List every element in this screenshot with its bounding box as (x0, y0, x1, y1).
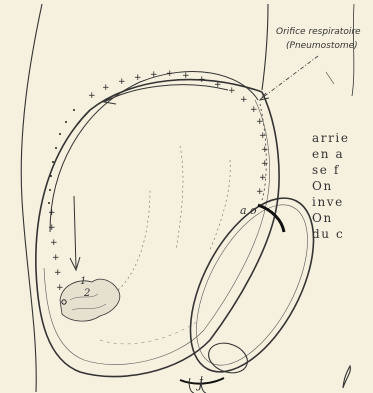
pneumostome-tick (326, 72, 334, 84)
neck-mark: 2 (83, 288, 90, 299)
downward-arrow-head (70, 257, 80, 270)
svg-text:+: + (102, 83, 110, 93)
svg-text:+: + (52, 253, 60, 263)
svg-text:+: + (261, 145, 269, 155)
svg-text:+: + (48, 208, 56, 218)
body-outline-right (262, 4, 268, 90)
svg-text:+: + (88, 91, 96, 101)
mantle-cavity-outline (36, 80, 279, 377)
svg-text:+: + (198, 75, 206, 85)
head-mark: 1 (80, 276, 86, 287)
airflow-path-inner (104, 85, 228, 102)
anus-mark: a (240, 204, 247, 217)
text-line-1: arrie (312, 132, 350, 144)
svg-text:+: + (150, 70, 158, 80)
svg-text:+: + (50, 238, 58, 248)
body-outline-left (21, 4, 42, 392)
airflow-markers: + + + + + + + + + + + + + + + + + + + + … (48, 69, 269, 293)
pneumostome-pointer (262, 56, 318, 98)
airflow-dots (48, 109, 75, 204)
svg-text:+: + (118, 77, 126, 87)
svg-text:+: + (240, 95, 248, 105)
airflow-path-outer (50, 72, 258, 232)
orifice-mark: o (250, 204, 257, 217)
svg-text:+: + (259, 173, 267, 183)
svg-text:+: + (261, 159, 269, 169)
svg-text:+: + (166, 69, 174, 79)
svg-text:+: + (228, 86, 236, 96)
svg-text:+: + (54, 268, 62, 278)
downward-arrow (74, 196, 76, 268)
small-hook (343, 366, 350, 388)
orifice-label: Orifice respiratoire (276, 27, 361, 37)
text-line-3: se f (312, 164, 340, 176)
svg-text:+: + (250, 105, 258, 115)
vessel-2 (176, 146, 183, 250)
tentacle-stroke-left (189, 378, 194, 393)
svg-text:+: + (214, 80, 222, 90)
vessel-3 (210, 160, 230, 250)
svg-text:+: + (134, 73, 142, 83)
svg-text:+: + (259, 131, 267, 141)
vessel-4 (100, 320, 200, 344)
vessel-1 (118, 190, 150, 290)
foot-lobe (204, 338, 251, 378)
svg-text:+: + (56, 283, 64, 293)
text-line-2: en a (312, 148, 344, 160)
organ-cluster (60, 279, 120, 321)
svg-text:+: + (48, 223, 56, 233)
svg-text:+: + (256, 117, 264, 127)
text-line-5: inve (312, 196, 344, 208)
text-line-7: du c (312, 228, 344, 240)
text-line-6: On (312, 212, 333, 224)
text-line-4: On (312, 180, 333, 192)
pneumostome-label: (Pneumostome) (286, 41, 358, 51)
svg-text:+: + (182, 71, 190, 81)
mantle-cavity-inner (44, 100, 270, 365)
svg-text:+: + (256, 187, 264, 197)
